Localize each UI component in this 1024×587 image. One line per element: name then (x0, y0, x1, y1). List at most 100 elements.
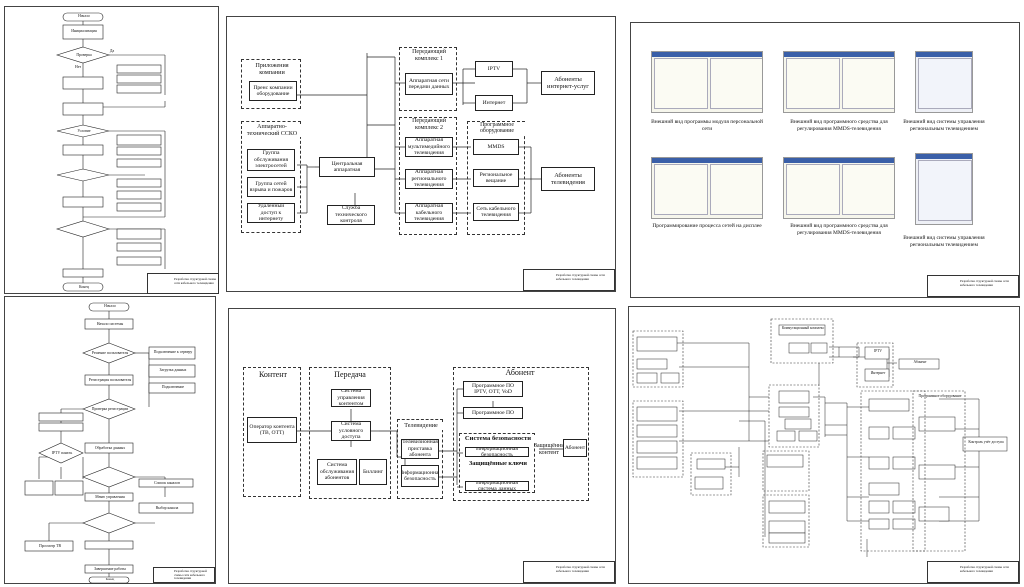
title-block-6-text: Разработка структурной схемы сети кабель… (960, 565, 1009, 573)
flowchart-bottom-step-3: Регистрация пользователя (88, 378, 132, 382)
flowchart-top-check: Проверка (76, 53, 92, 57)
flowchart-top-init: Инициализация (71, 29, 97, 33)
group-content (243, 367, 301, 497)
flowchart-bottom-step-12: Выбор канала (155, 506, 179, 510)
tv-item-1: Телевизионная приставка абонента (401, 439, 439, 459)
subscriber-title: Абонент (489, 368, 551, 378)
transfer-item-4: Биллинг (359, 459, 387, 485)
transmit-2-item-3: Аппаратная кабельного телевидения (405, 203, 453, 223)
security-title: Система безопасности (461, 435, 535, 443)
title-block-1: Разработка структурной схемы сети кабель… (147, 273, 219, 294)
flowchart-bottom-start: Начало (104, 304, 116, 308)
transmit-2-item-2: Аппаратная регионального телевидения (405, 169, 453, 189)
title-block-1-text: Разработка структурной схемы сети кабель… (174, 277, 217, 285)
transmit-1-title: Передающий комплекс 1 (402, 49, 456, 63)
equip-cable: Сеть кабельного телевидения (473, 203, 519, 221)
content-item: Оператор контента (ТВ, ОТТ) (247, 417, 297, 443)
group-security (459, 433, 535, 493)
transmit-2-item-1: Аппаратная мультимедийного телевидения (405, 137, 453, 157)
title-block-5-text: Разработка структурной схемы сети кабель… (556, 565, 605, 573)
transfer-item-1: Система управления контентом (331, 389, 371, 407)
sheet-flowchart-bottom: Начало Начало системы Решение пользовате… (4, 296, 216, 584)
title-block-5: Разработка структурной схемы сети кабель… (523, 561, 615, 583)
complex-label-5: Программное оборудование (918, 394, 962, 398)
equip-regional: Региональное вещание (473, 169, 519, 187)
control-service: Служба технического контроля (327, 205, 375, 225)
security-item: Информационная безопасность (465, 447, 529, 457)
transfer-item-2: Система условного доступа (331, 421, 371, 441)
transfer-title: Передача (319, 370, 381, 380)
flowchart-bottom-step-9: IPTV панель (51, 451, 73, 455)
flowchart-top-condition: Условие (77, 129, 91, 133)
tech-item-2: Группа сетей взрыва и пожаров (247, 177, 295, 197)
transmit-2-title: Передающий комплекс 2 (402, 118, 456, 132)
group-apps-title: Приложения компании (247, 62, 297, 77)
structure-top-lines (297, 53, 541, 214)
complex-lines (632, 318, 1008, 557)
screenshot-1 (651, 51, 763, 113)
complex-label-3: Интернет (870, 371, 886, 375)
subscribers-tv: Абоненты телевидения (541, 167, 595, 191)
flowchart-bottom-step-1: Начало системы (96, 322, 124, 326)
flowchart-top-no: Нет (74, 65, 82, 69)
group-subscriber (453, 367, 589, 501)
tech-item-1: Группа обслуживания электросетей (247, 149, 295, 171)
flowchart-bottom-step-5: Подключение к серверу (153, 350, 193, 354)
equip-mmds: MMDS (473, 139, 519, 155)
title-block-3: Разработка структурной схемы сети кабель… (927, 275, 1019, 297)
flowchart-bottom-step-11: Меню управления (95, 495, 125, 499)
group-transmit-2 (399, 117, 457, 235)
title-block-4-text: Разработка структурной схемы сети кабель… (174, 569, 207, 581)
subscriber-item-2: Программное ПО (463, 407, 523, 419)
sheet-structure-top: Приложения компании Пренс компании обору… (226, 16, 616, 292)
group-transfer (309, 367, 391, 499)
group-equipment (467, 121, 525, 235)
screenshot-caption-1: Внешний вид программы модуля персонально… (651, 119, 763, 132)
flowchart-top-start: Начало (78, 14, 90, 18)
flowchart-top-lines (55, 12, 166, 292)
complex-label-1: Коммутационный комплекс (781, 326, 825, 330)
tv-title: Телевидение (399, 422, 443, 430)
title-block-3-text: Разработка структурной схемы сети кабель… (960, 279, 1009, 287)
screenshot-caption-5: Внешний вид программного средства для ре… (790, 223, 888, 236)
tv-item-2: Информационная безопасность (401, 465, 439, 487)
equip-iptv: IPTV (475, 61, 513, 77)
title-block-6: Разработка структурной схемы сети кабель… (927, 561, 1019, 583)
protected-title: Защищённые ключи (465, 460, 531, 468)
screenshot-caption-4: Программирование процесса сетей на диспл… (652, 223, 762, 229)
transmit-1-item: Аппаратная сети передачи данных (405, 73, 453, 95)
flowchart-bottom-step-7: Подключение (161, 385, 185, 389)
sheet-flowchart-top: Начало Инициализация Проверка Условие Да… (4, 6, 219, 294)
complex-label-2: IPTV (874, 349, 882, 353)
sheet-screens: Внешний вид программы модуля персонально… (630, 22, 1020, 298)
flowchart-bottom-step-6: Загрузка данных (159, 368, 187, 372)
group-technical (241, 121, 301, 233)
flowchart-bottom-step-14: Завершение работы (94, 567, 126, 571)
protected-item: Информационная система данных (465, 481, 529, 491)
sheet-security: Контент Оператор контента (ТВ, ОТТ) Пере… (228, 308, 616, 584)
group-apps (241, 59, 301, 109)
subscriber-item-1: Программное ПО IPTV, ОТТ, VoD (463, 381, 523, 397)
group-transmit-1 (399, 47, 457, 111)
title-block-2: Разработка структурной схемы сети кабель… (523, 269, 615, 291)
sheet-complex: Коммутационный комплекс IPTV Интернет Аб… (628, 306, 1020, 584)
screenshot-caption-6: Внешний вид системы управления региональ… (903, 235, 985, 248)
flowchart-bottom-step-8: Обработка данных (94, 446, 126, 450)
title-block-4: Разработка структурной схемы сети кабель… (153, 567, 215, 583)
equip-internet: Интернет (475, 95, 513, 111)
protected-content: Защищённый контент (534, 443, 569, 456)
flowchart-bottom-end: Конец (105, 577, 115, 581)
complex-label-6: Контроль учёт доступа (968, 440, 1004, 444)
tech-item-3: Удаленный доступ к интернету (247, 203, 295, 223)
content-title: Контент (249, 370, 297, 380)
apps-item: Пренс компании оборудование (249, 81, 297, 101)
screenshot-3 (915, 51, 973, 113)
central-room: Центральная аппаратная (319, 157, 375, 177)
subscribers-internet: Абоненты интернет-услуг (541, 71, 595, 95)
flowchart-top-yes: Да (109, 49, 115, 53)
flowchart-bottom-step-13: Просмотр ТВ (39, 544, 61, 548)
group-technical-title: Аппаратно-технический ССКО (243, 124, 301, 138)
flowchart-bottom-step-4: Проверка регистрации (91, 407, 129, 411)
transfer-item-3: Система обслуживания абонентов (317, 459, 357, 485)
complex-label-4: Абонент (913, 360, 927, 364)
